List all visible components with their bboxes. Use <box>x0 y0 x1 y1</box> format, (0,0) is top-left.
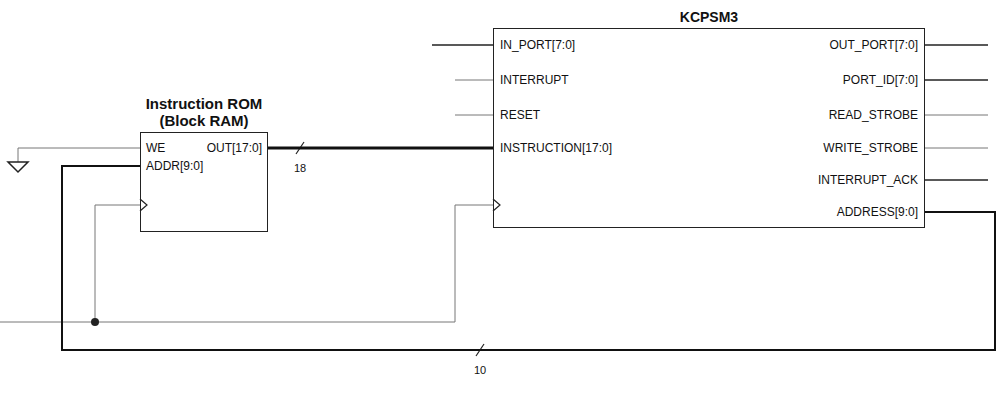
bus-wire <box>62 166 995 350</box>
pin-name: IN_PORT[7:0] <box>500 37 575 53</box>
bus-wire <box>268 147 493 150</box>
pin-name: OUT_PORT[7:0] <box>830 37 918 53</box>
pin-name: WRITE_STROBE <box>823 140 918 156</box>
block-title: KCPSM3 <box>609 10 809 25</box>
pin-name: ADDR[9:0] <box>146 158 203 174</box>
pin-name: READ_STROBE <box>829 107 918 123</box>
pin-name: RESET <box>500 107 540 123</box>
bus-width: 18 <box>293 162 307 175</box>
pin-name: WE <box>146 140 165 156</box>
processor-block: KCPSM3 <box>493 28 925 228</box>
pin-name: ADDRESS[9:0] <box>837 204 918 220</box>
pin-name: INTERRUPT_ACK <box>818 172 918 188</box>
pin-name: PORT_ID[7:0] <box>843 72 918 88</box>
pin-name: INSTRUCTION[17:0] <box>500 140 612 156</box>
bus-width: 10 <box>473 364 487 377</box>
pin-name: INTERRUPT <box>500 72 569 88</box>
block-title: Instruction ROM (Block RAM) <box>134 96 274 129</box>
pin-name: OUT[17:0] <box>207 140 262 156</box>
